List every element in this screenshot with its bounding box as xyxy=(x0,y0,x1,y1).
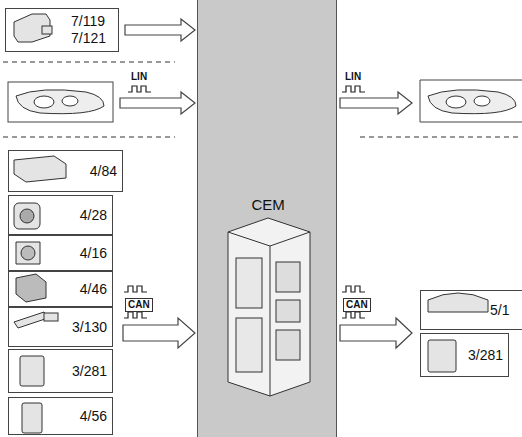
module-band: CEM xyxy=(197,0,337,437)
callout-box: 3/281 xyxy=(420,333,509,377)
callout-box: 4/28 xyxy=(8,195,113,235)
callout-box: 4/46 xyxy=(8,271,113,307)
bus-label: LIN xyxy=(345,72,361,82)
callout-number: 4/84 xyxy=(90,163,117,180)
callout-number: 4/16 xyxy=(80,245,107,262)
callout-box: 3/281 xyxy=(8,349,113,393)
cem-unit xyxy=(228,218,310,396)
callout-box: 4/56 xyxy=(8,397,113,435)
callout-box: 5/1 xyxy=(420,290,522,330)
callout-number: 3/281 xyxy=(72,363,107,380)
callout-box: 4/84 xyxy=(8,150,123,192)
bus-label: LIN xyxy=(131,72,147,82)
callout-number: 4/46 xyxy=(80,281,107,298)
callout-box: 4/16 xyxy=(8,235,113,271)
bus-label: CAN xyxy=(343,298,371,312)
module-name: CEM xyxy=(251,196,284,214)
callout-box: 7/119 7/121 xyxy=(5,8,119,52)
headlamp-box xyxy=(8,82,113,122)
callout-number: 4/56 xyxy=(80,408,107,425)
signal-waveform xyxy=(124,86,365,318)
cem-band xyxy=(197,0,337,437)
callout-number: 4/28 xyxy=(80,207,107,224)
callout-box: 3/130 xyxy=(8,307,113,347)
headlamp-box xyxy=(420,80,522,122)
bus-label: CAN xyxy=(125,298,153,312)
separator-lines xyxy=(3,62,522,137)
signal-arrow xyxy=(125,19,195,41)
callout-number: 7/119 7/121 xyxy=(71,13,113,47)
callout-number: 5/1 xyxy=(490,302,509,319)
callout-number: 3/130 xyxy=(72,319,107,336)
module-icons xyxy=(14,14,488,433)
headlamp-icon xyxy=(16,90,516,114)
callout-number: 3/281 xyxy=(468,347,503,364)
